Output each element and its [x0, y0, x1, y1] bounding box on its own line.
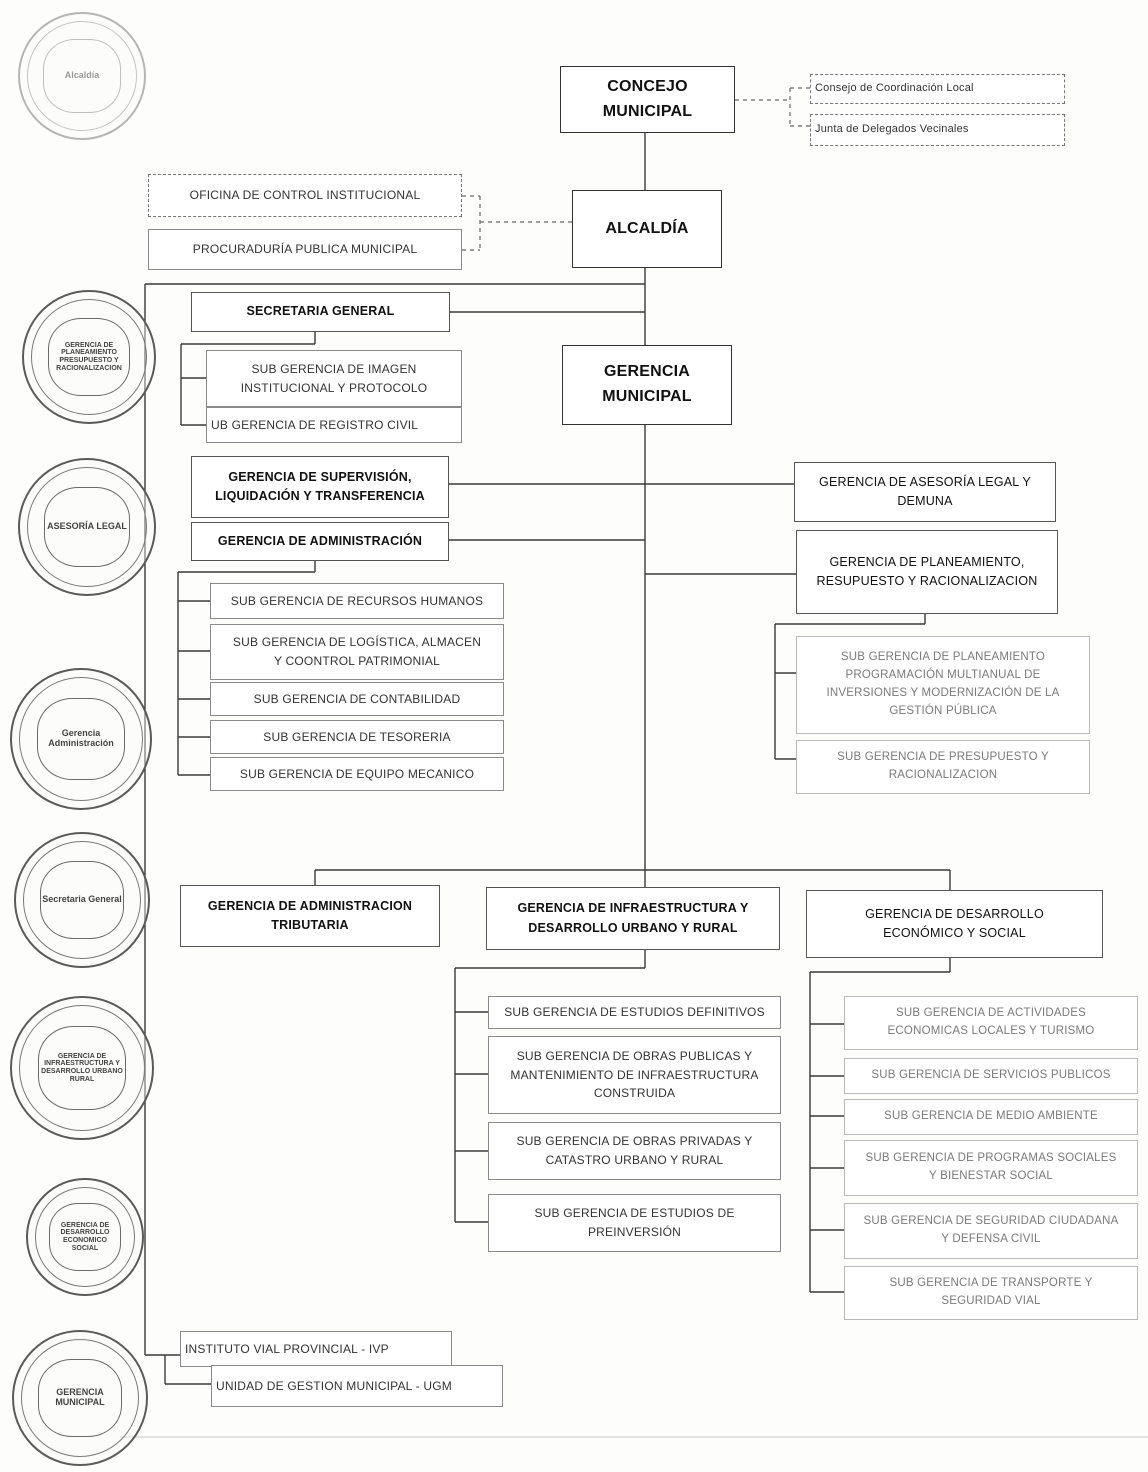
- sg-equipo-mecanico-box: SUB GERENCIA DE EQUIPO MECANICO: [210, 757, 504, 791]
- planeamiento-seal: GERENCIA DE PLANEAMIENTO PRESUPUESTO Y R…: [22, 290, 156, 424]
- sg-tesoreria-box: SUB GERENCIA DE TESORERIA: [210, 720, 504, 754]
- asesoria-seal: ASESORÍA LEGAL: [18, 458, 156, 596]
- gerencia-infraestructura-box: GERENCIA DE INFRAESTRUCTURA Y DESARROLLO…: [486, 887, 780, 950]
- secretaria-seal-text: Secretaria General: [40, 860, 124, 940]
- infraestructura-seal-text: GERENCIA DE INFRAESTRUCTURA Y DESARROLLO…: [37, 1026, 127, 1110]
- gerencia-asesoria-box: GERENCIA DE ASESORÍA LEGAL Y DEMUNA: [794, 462, 1056, 522]
- alcaldia-seal-text: Alcaldía: [42, 39, 122, 113]
- sg-planeamiento-box: SUB GERENCIA DE PLANEAMIENTO PROGRAMACIÓ…: [796, 636, 1090, 734]
- consejo-coordinacion-box: Consejo de Coordinación Local: [810, 74, 1065, 104]
- secretaria-general-box: SECRETARIA GENERAL: [191, 292, 450, 332]
- concejo-line-1: CONCEJO: [607, 77, 688, 95]
- gerencia-municipal-box: GERENCIA MUNICIPAL: [562, 345, 732, 425]
- administracion-seal-text: Gerencia Administración: [37, 697, 125, 781]
- sg-obras-privadas-box: SUB GERENCIA DE OBRAS PRIVADAS Y CATASTR…: [488, 1122, 781, 1180]
- concejo-municipal-box: CONCEJO MUNICIPAL: [560, 66, 735, 133]
- sg-seguridad-box: SUB GERENCIA DE SEGURIDAD CIUDADANA Y DE…: [844, 1203, 1138, 1259]
- gerencia-desarrollo-box: GERENCIA DE DESARROLLO ECONÓMICO Y SOCIA…: [806, 890, 1103, 958]
- sg-estudios-definitivos-box: SUB GERENCIA DE ESTUDIOS DEFINITIVOS: [488, 996, 781, 1029]
- oficina-control-box: OFICINA DE CONTROL INSTITUCIONAL: [148, 174, 462, 217]
- sg-imagen-box: SUB GERENCIA DE IMAGEN INSTITUCIONAL Y P…: [206, 350, 462, 407]
- sg-medio-ambiente-box: SUB GERENCIA DE MEDIO AMBIENTE: [844, 1099, 1138, 1135]
- sg-registro-civil-box: UB GERENCIA DE REGISTRO CIVIL: [206, 407, 462, 443]
- asesoria-seal-text: ASESORÍA LEGAL: [44, 487, 130, 567]
- desarrollo-seal: GERENCIA DE DESARROLLO ECONOMICO SOCIAL: [26, 1178, 144, 1296]
- sg-obras-publicas-box: SUB GERENCIA DE OBRAS PUBLICAS Y MANTENI…: [488, 1036, 781, 1114]
- gerencia-supervision-box: GERENCIA DE SUPERVISIÓN, LIQUIDACIÓN Y T…: [191, 456, 449, 518]
- municipal-seal: GERENCIA MUNICIPAL: [12, 1330, 148, 1466]
- sg-servicios-box: SUB GERENCIA DE SERVICIOS PUBLICOS: [844, 1058, 1138, 1094]
- gerencia-planeamiento-box: GERENCIA DE PLANEAMIENTO, RESUPUESTO Y R…: [796, 530, 1058, 614]
- secretaria-seal: Secretaria General: [14, 832, 150, 968]
- gerencia-tributaria-box: GERENCIA DE ADMINISTRACION TRIBUTARIA: [180, 885, 440, 947]
- sg-presupuesto-box: SUB GERENCIA DE PRESUPUESTO Y RACIONALIZ…: [796, 740, 1090, 794]
- alcaldia-box: ALCALDÍA: [572, 190, 722, 268]
- procuraduria-box: PROCURADURÍA PUBLICA MUNICIPAL: [148, 229, 462, 270]
- planeamiento-seal-text: GERENCIA DE PLANEAMIENTO PRESUPUESTO Y R…: [47, 318, 131, 396]
- sg-actividades-box: SUB GERENCIA DE ACTIVIDADES ECONOMICAS L…: [844, 996, 1138, 1050]
- sg-logistica-box: SUB GERENCIA DE LOGÍSTICA, ALMACEN Y COO…: [210, 624, 504, 680]
- sg-rrhh-box: SUB GERENCIA DE RECURSOS HUMANOS: [210, 583, 504, 619]
- desarrollo-seal-text: GERENCIA DE DESARROLLO ECONOMICO SOCIAL: [48, 1202, 122, 1272]
- concejo-line-2: MUNICIPAL: [602, 102, 693, 120]
- alcaldia-seal: Alcaldía: [18, 12, 146, 140]
- junta-delegados-box: Junta de Delegados Vecinales: [810, 114, 1065, 146]
- sg-preinversion-box: SUB GERENCIA DE ESTUDIOS DE PREINVERSIÓN: [488, 1194, 781, 1252]
- municipal-seal-text: GERENCIA MUNICIPAL: [38, 1358, 122, 1438]
- gerencia-administracion-box: GERENCIA DE ADMINISTRACIÓN: [191, 522, 449, 561]
- sg-programas-box: SUB GERENCIA DE PROGRAMAS SOCIALES Y BIE…: [844, 1140, 1138, 1196]
- sg-transporte-box: SUB GERENCIA DE TRANSPORTE Y SEGURIDAD V…: [844, 1266, 1138, 1320]
- administracion-seal: Gerencia Administración: [10, 668, 152, 810]
- ivp-box: INSTITUTO VIAL PROVINCIAL - IVP: [180, 1331, 452, 1367]
- sg-contabilidad-box: SUB GERENCIA DE CONTABILIDAD: [210, 682, 504, 716]
- infraestructura-seal: GERENCIA DE INFRAESTRUCTURA Y DESARROLLO…: [10, 996, 154, 1140]
- ugm-box: UNIDAD DE GESTION MUNICIPAL - UGM: [211, 1365, 503, 1407]
